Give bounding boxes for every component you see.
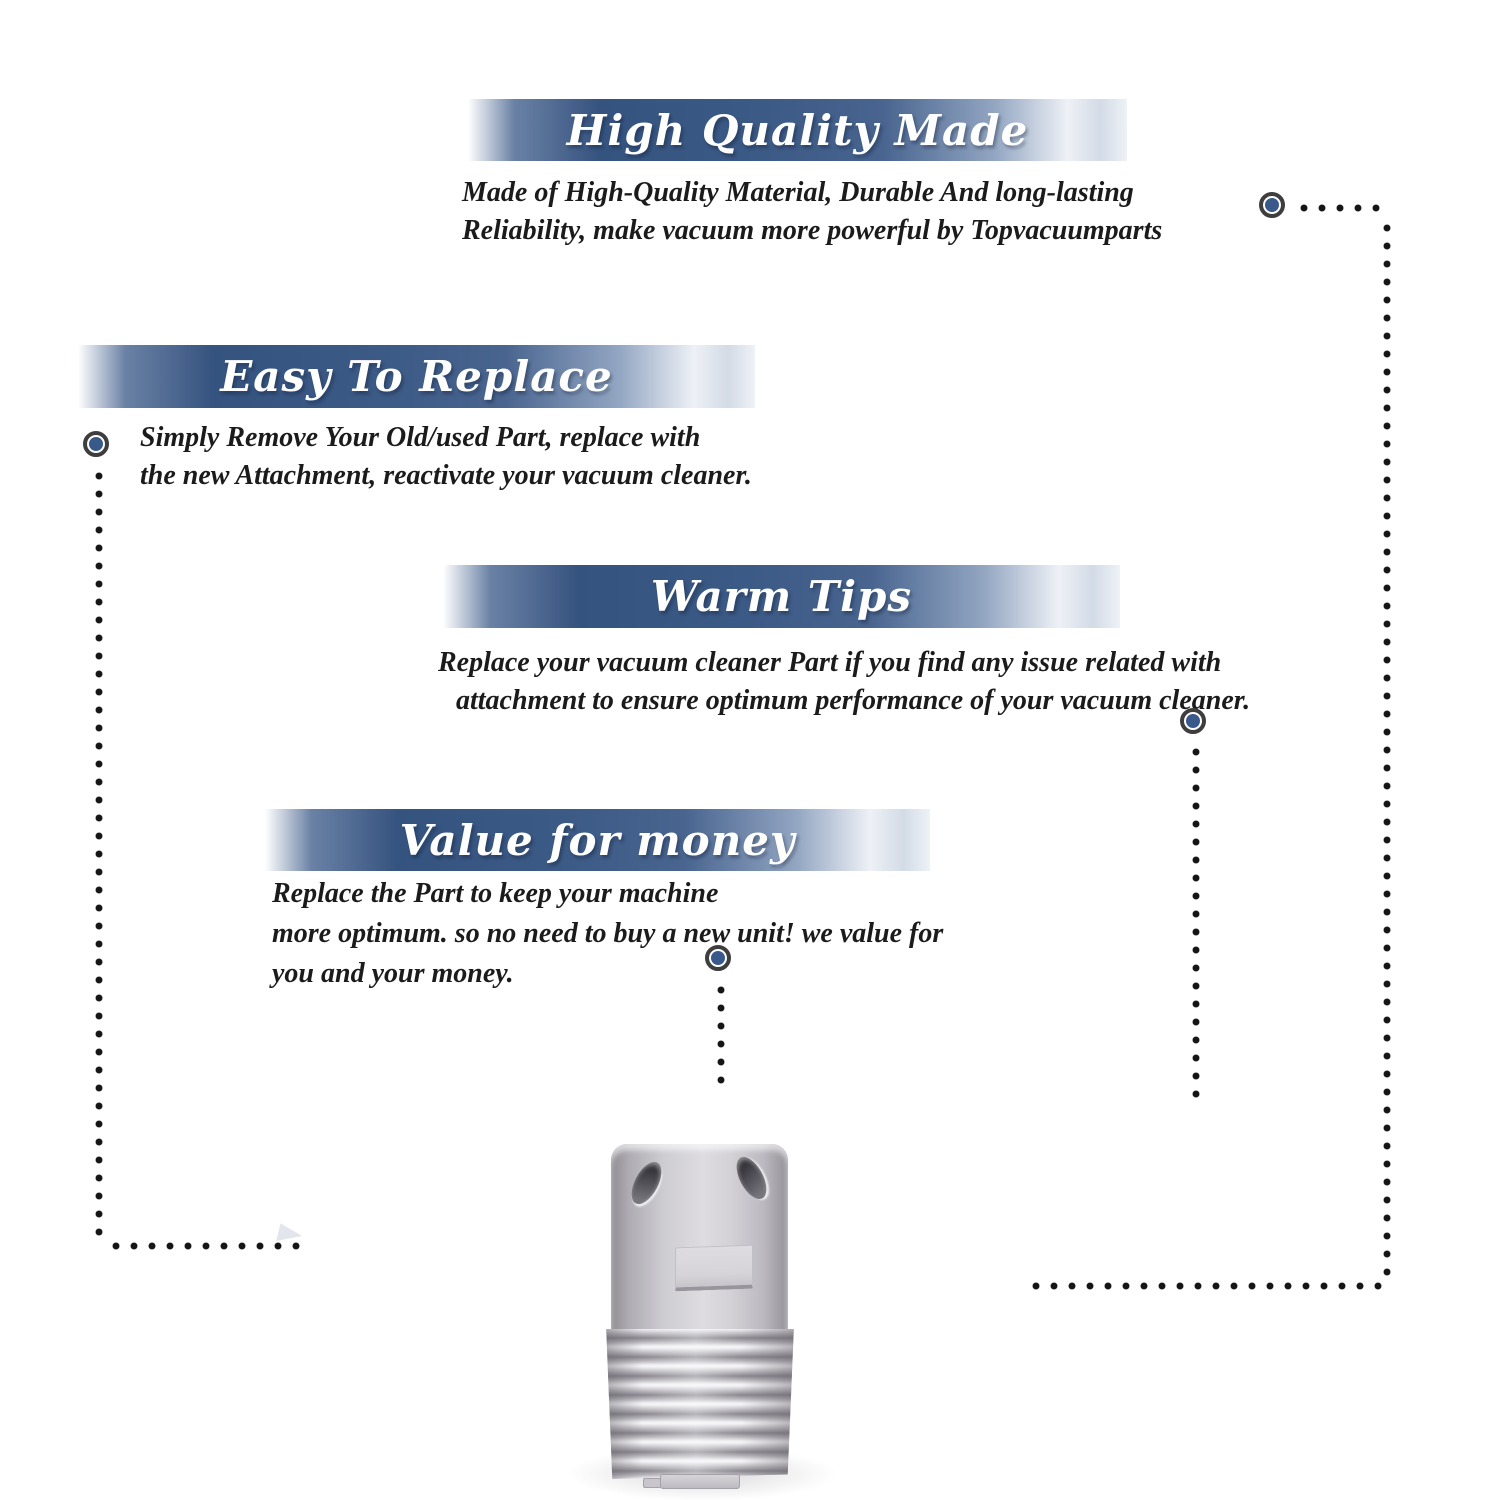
dotted-connector-value-vertical [717, 986, 725, 1092]
adapter-slot-left [625, 1157, 668, 1209]
banner-easy-to-replace: Easy To Replace [78, 345, 755, 408]
banner-warm-tips: Warm Tips [443, 565, 1120, 628]
description-line: Replace the Part to keep your machine [272, 878, 719, 909]
section-title: Warm Tips [650, 572, 913, 621]
ring-dot-marker-icon [705, 945, 731, 971]
adapter-bottom-notch [643, 1474, 740, 1489]
description-line: Made of High-Quality Material, Durable A… [462, 177, 1134, 208]
ring-dot-marker-icon [83, 431, 109, 457]
banner-value-for-money: Value for money [265, 809, 930, 871]
adapter-body-top [611, 1144, 788, 1332]
banner-high-quality-made: High Quality Made [468, 99, 1127, 161]
description-line: Replace your vacuum cleaner Part if you … [438, 647, 1222, 678]
dotted-connector-bottom-left-horizontal [112, 1242, 300, 1250]
product-photo-vacuum-adapter [562, 1144, 842, 1500]
description-easy-to-replace: Simply Remove Your Old/used Part, replac… [140, 419, 752, 495]
adapter-ribbed-hose-end [606, 1329, 794, 1479]
dotted-connector-bottom-right-horizontal [1032, 1282, 1384, 1290]
description-line: Simply Remove Your Old/used Part, replac… [140, 422, 701, 453]
dotted-connector-right-vertical [1383, 224, 1391, 1280]
description-line: more optimum. so no need to buy a new un… [272, 918, 944, 949]
section-title: High Quality Made [566, 105, 1029, 155]
dotted-connector-warm-tips-vertical [1192, 748, 1200, 1102]
section-title: Value for money [399, 815, 796, 865]
dotted-connector-left-vertical [95, 472, 103, 1242]
description-value-for-money: Replace the Part to keep your machine mo… [272, 874, 943, 994]
description-line: the new Attachment, reactivate your vacu… [140, 460, 752, 491]
ring-dot-marker-icon [1180, 708, 1206, 734]
description-warm-tips: Replace your vacuum cleaner Part if you … [438, 644, 1250, 720]
section-title: Easy To Replace [220, 352, 613, 401]
description-line: attachment to ensure optimum performance… [456, 685, 1251, 716]
description-line: you and your money. [272, 958, 514, 989]
adapter-slot-right [730, 1152, 773, 1204]
adapter-latch-tab [675, 1244, 753, 1292]
description-line: Reliability, make vacuum more powerful b… [462, 215, 1163, 246]
ring-dot-marker-icon [1259, 192, 1285, 218]
dotted-connector-top-right-horizontal [1300, 204, 1384, 212]
description-high-quality-made: Made of High-Quality Material, Durable A… [462, 174, 1162, 250]
